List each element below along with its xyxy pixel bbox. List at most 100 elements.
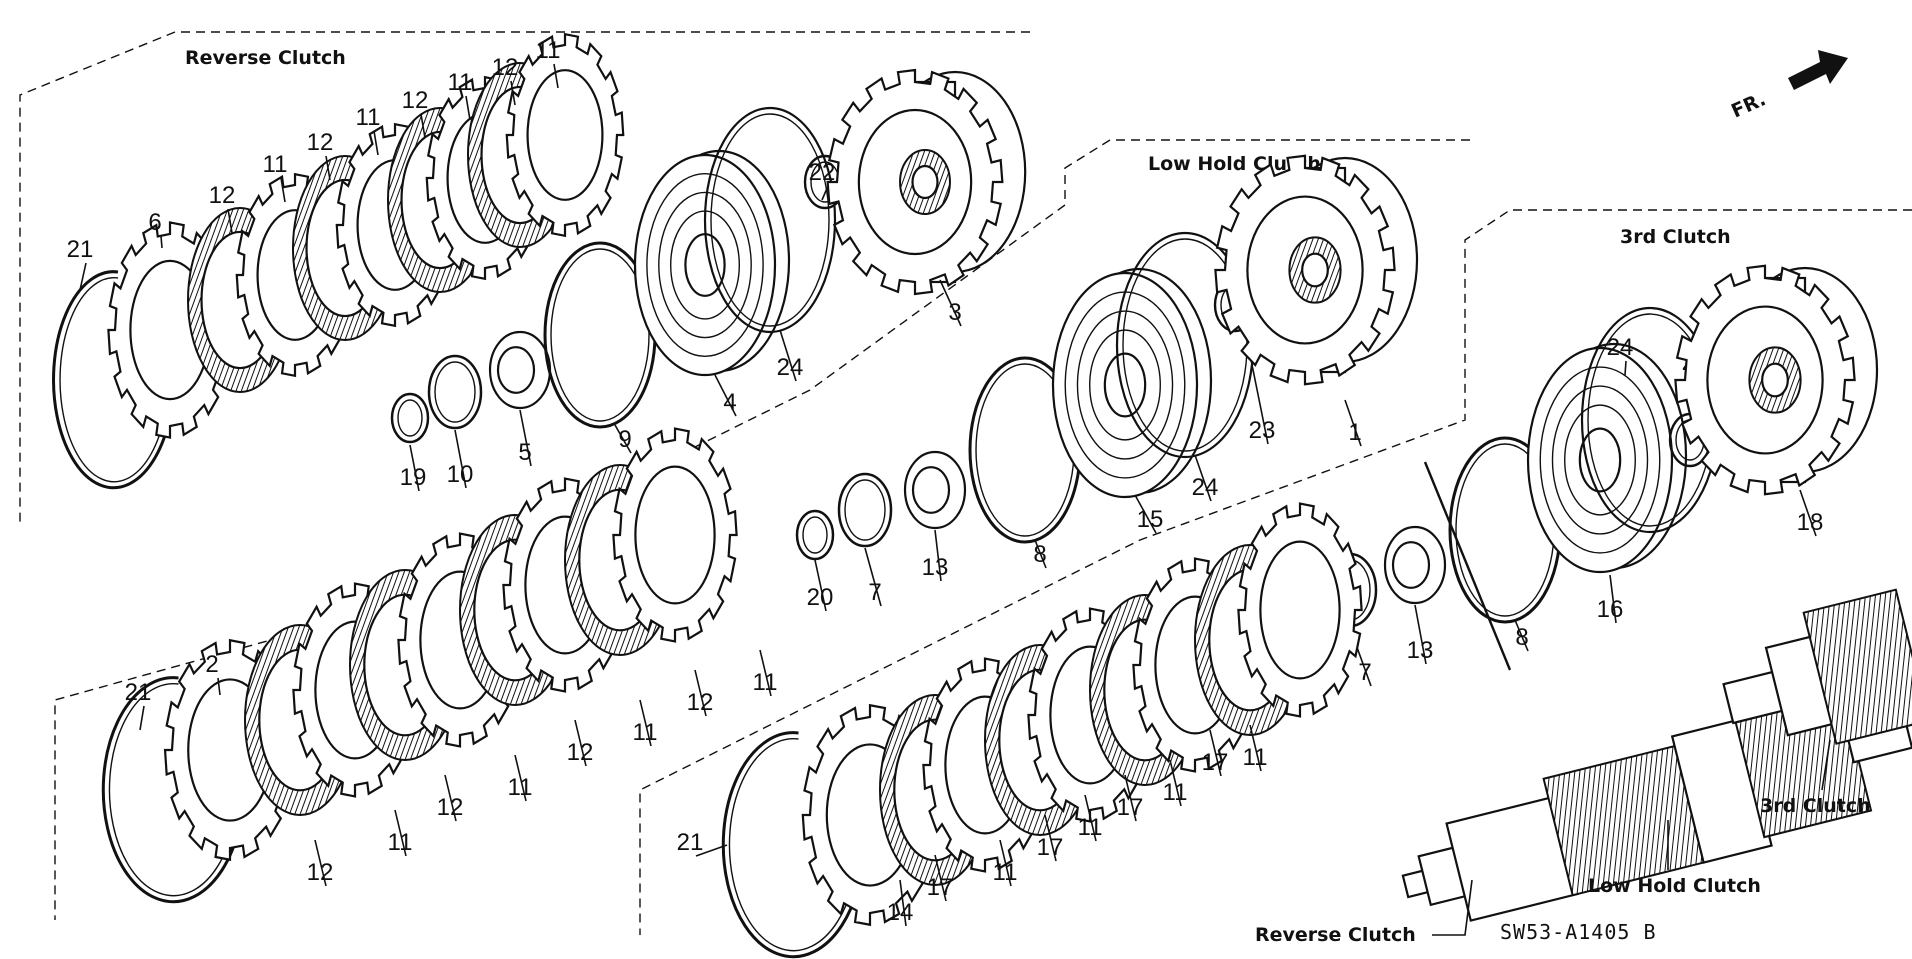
callout-third-stack-4-leader xyxy=(1124,774,1137,822)
callout-third-stack-6: 17 xyxy=(1202,749,1229,776)
callout-4-leader xyxy=(714,374,737,417)
callout-lowhold-21-leader xyxy=(139,705,145,731)
callout-reverse-stack-1: 11 xyxy=(263,151,288,178)
callout-20-lowhold-leader xyxy=(814,559,827,612)
piston-ring-9-inner xyxy=(550,248,650,422)
callout-1-leader xyxy=(1344,399,1362,447)
low-hold-clutch-title: Low Hold Clutch xyxy=(1148,153,1321,175)
callout-13-lowhold-leader xyxy=(934,529,942,582)
callout-third-stack-0: 17 xyxy=(927,874,954,901)
piston-15-hub xyxy=(1103,352,1147,418)
callout-lowhold-stack-4-leader xyxy=(574,719,587,767)
callout-reverse-stack-0-leader xyxy=(227,208,233,234)
snap-ring-20-lowhold xyxy=(795,509,835,561)
callout-reverse-stack-3-leader xyxy=(373,130,379,156)
low-hold-clutch-drum-1-hub-bore xyxy=(1301,252,1329,288)
callout-10-leader xyxy=(454,429,467,489)
third-clutch-leader xyxy=(1821,739,1831,791)
callout-10: 10 xyxy=(447,461,474,488)
callout-third-stack-1: 11 xyxy=(993,859,1018,886)
callout-third-stack-7: 11 xyxy=(1243,744,1268,771)
steel-plate-11-7-bore xyxy=(526,69,604,201)
callout-lowhold-stack-1: 11 xyxy=(388,829,413,856)
callout-16: 16 xyxy=(1597,596,1624,623)
callout-reverse-21: 21 xyxy=(67,236,94,263)
callout-24-third: 24 xyxy=(1607,334,1634,361)
callout-lowhold-stack-6: 12 xyxy=(687,689,714,716)
snap-ring-20-lowhold-inner xyxy=(802,516,828,554)
callout-lowhold-stack-2-leader xyxy=(444,774,457,822)
callout-reverse-stack-6: 12 xyxy=(492,54,519,81)
separator-line xyxy=(1423,461,1512,671)
callout-24-reverse-leader xyxy=(779,329,797,382)
callout-4: 4 xyxy=(723,389,736,416)
callout-8-third-leader xyxy=(1514,619,1529,652)
return-spring-5-bore xyxy=(496,346,536,394)
callout-24-lowhold-leader xyxy=(1194,454,1212,502)
callout-19: 19 xyxy=(400,464,427,491)
callout-lowhold-2-leader xyxy=(217,677,221,696)
reverse-clutch-title: Reverse Clutch xyxy=(185,47,346,69)
callout-lowhold-stack-3-leader xyxy=(514,754,527,802)
callout-lowhold-2: 2 xyxy=(205,651,218,678)
callout-reverse-stack-5: 11 xyxy=(448,69,473,96)
callout-third-21-leader xyxy=(695,844,728,857)
callout-8-lowhold-leader xyxy=(1034,539,1047,569)
callout-lowhold-stack-1-leader xyxy=(394,809,407,857)
mainshaft-assembly xyxy=(1401,588,1912,922)
callout-23-lowhold: 23 xyxy=(1249,417,1276,444)
callout-24-reverse: 24 xyxy=(777,354,804,381)
front-direction-arrow-icon: FR. xyxy=(1728,50,1848,123)
callout-8-third: 8 xyxy=(1515,624,1528,651)
return-spring-13-third-bore xyxy=(1391,541,1431,589)
callout-third-stack-2: 17 xyxy=(1037,834,1064,861)
callout-13-lowhold: 13 xyxy=(922,554,949,581)
callout-lowhold-stack-5: 11 xyxy=(633,719,658,746)
callout-24-third-leader xyxy=(1624,360,1627,376)
shaft-third-clutch-label: 3rd Clutch xyxy=(1760,795,1871,817)
callout-reverse-stack-6-leader xyxy=(510,80,516,106)
third-steel-plate-11-7-bore xyxy=(1259,540,1341,680)
callout-8-lowhold: 8 xyxy=(1033,541,1046,568)
callout-7-third: 7 xyxy=(1358,659,1371,686)
o-ring-24-reverse-inner xyxy=(710,113,830,327)
callout-22-leader xyxy=(821,185,829,201)
callout-lowhold-stack-0: 12 xyxy=(307,859,334,886)
piston-4-groove xyxy=(646,172,764,358)
reverse-clutch-leader xyxy=(1432,879,1473,936)
callout-7-lowhold-leader xyxy=(864,547,882,607)
callout-reverse-stack-1-leader xyxy=(280,177,286,203)
callout-lowhold-stack-4: 12 xyxy=(567,739,594,766)
callout-19-leader xyxy=(409,444,420,492)
callout-lowhold-stack-7-leader xyxy=(759,649,772,697)
callout-third-stack-5-leader xyxy=(1169,759,1182,807)
callout-reverse-stack-3: 11 xyxy=(356,104,381,131)
callout-third-stack-2-leader xyxy=(1044,814,1057,862)
callout-third-stack-6-leader xyxy=(1209,729,1222,777)
callout-reverse-stack-7: 11 xyxy=(536,37,561,64)
callout-18-leader xyxy=(1799,489,1817,537)
third-clutch-drum-18-hub-bore xyxy=(1761,362,1789,398)
front-direction-label: FR. xyxy=(1728,88,1769,122)
shaft-low-hold-clutch-label: Low Hold Clutch xyxy=(1588,875,1761,897)
piston-15-groove xyxy=(1089,329,1161,441)
callout-third-stack-3-leader xyxy=(1084,794,1097,842)
third-clutch-piston-group: 20713816242318 xyxy=(1280,264,1879,697)
callout-third-stack-3: 11 xyxy=(1078,814,1103,841)
third-clutch-title: 3rd Clutch xyxy=(1620,226,1731,248)
callout-third-stack-0-leader xyxy=(934,854,947,902)
callout-reverse-21-leader xyxy=(79,262,87,291)
callout-5-leader xyxy=(519,409,532,467)
snap-ring-19-inner xyxy=(397,399,423,437)
reverse-clutch-boundary xyxy=(19,31,1030,525)
callout-reverse-stack-7-leader xyxy=(553,63,559,89)
callout-18: 18 xyxy=(1797,509,1824,536)
callout-reverse-stack-0: 12 xyxy=(209,182,236,209)
callout-13-third-leader xyxy=(1414,604,1427,665)
